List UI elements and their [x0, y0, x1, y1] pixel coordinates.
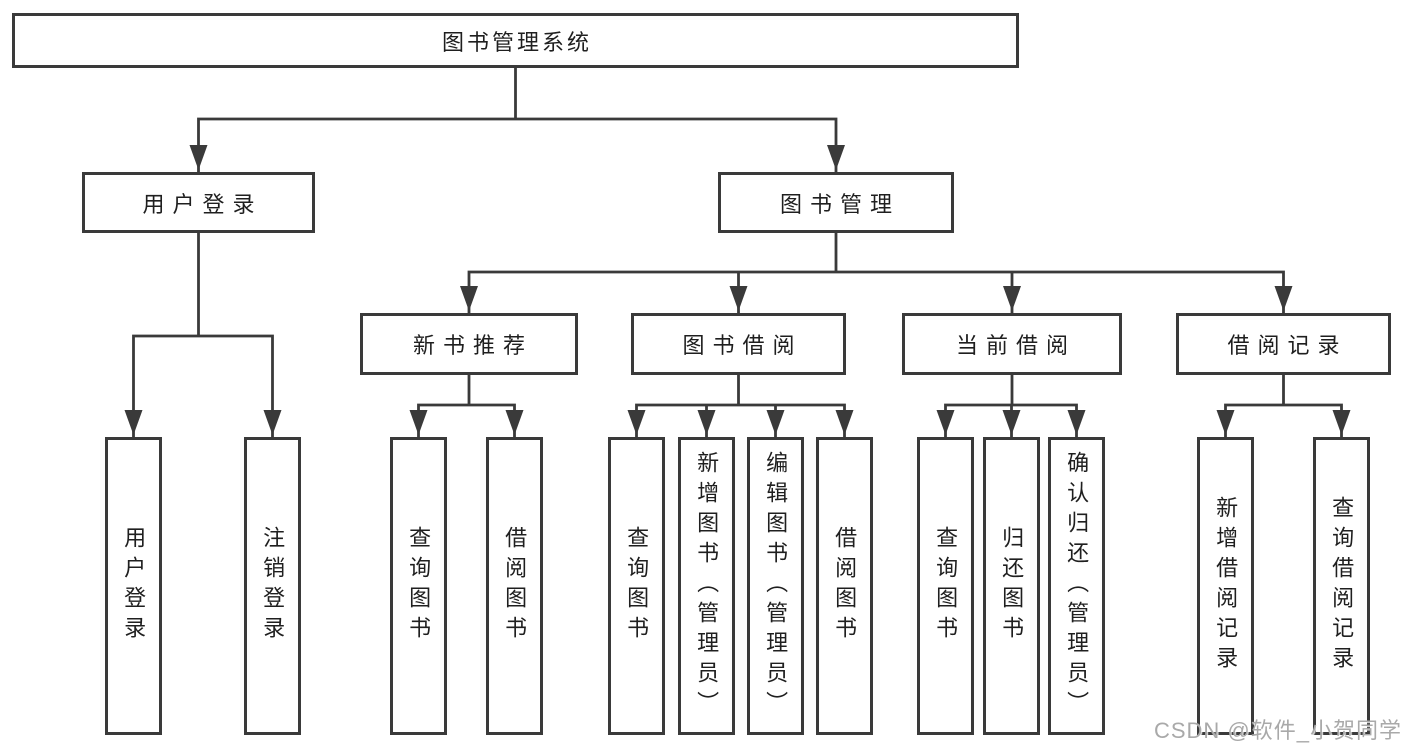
node-label: 确认归还（管理员） — [1064, 451, 1090, 721]
leaf-record-query-borrow-record: 查询借阅记录 — [1313, 437, 1370, 735]
leaf-newbook-borrow-book: 借阅图书 — [486, 437, 543, 735]
node-borrow-record: 借阅记录 — [1176, 313, 1391, 375]
leaf-logout: 注销登录 — [244, 437, 301, 735]
leaf-borrow-query-book: 查询图书 — [608, 437, 665, 735]
node-current-borrow: 当前借阅 — [902, 313, 1122, 375]
node-label: 新书推荐 — [412, 333, 533, 358]
node-label: 借阅图书 — [502, 526, 528, 646]
leaf-borrow-borrow-book: 借阅图书 — [816, 437, 873, 735]
node-label: 归还图书 — [999, 526, 1025, 646]
node-label: 图书管理系统 — [441, 29, 592, 55]
node-library-management-system: 图书管理系统 — [12, 13, 1019, 68]
leaf-current-return-book: 归还图书 — [983, 437, 1040, 735]
node-book-management: 图书管理 — [718, 172, 954, 233]
node-label: 借阅图书 — [832, 526, 858, 646]
node-label: 图书借阅 — [682, 333, 803, 358]
node-label: 用户登录 — [121, 526, 147, 646]
leaf-newbook-query-book: 查询图书 — [390, 437, 447, 735]
leaf-record-add-borrow-record: 新增借阅记录 — [1197, 437, 1254, 735]
node-label: 查询图书 — [406, 526, 432, 646]
node-label: 查询借阅记录 — [1329, 496, 1355, 676]
node-new-book-recommend: 新书推荐 — [360, 313, 578, 375]
node-label: 用户登录 — [142, 191, 263, 217]
leaf-user-login: 用户登录 — [105, 437, 162, 735]
node-book-borrow: 图书借阅 — [631, 313, 846, 375]
node-label: 新增图书（管理员） — [694, 451, 720, 721]
node-label: 新增借阅记录 — [1213, 496, 1239, 676]
node-label: 编辑图书（管理员） — [763, 451, 789, 721]
leaf-borrow-add-book-admin: 新增图书（管理员） — [678, 437, 735, 735]
node-label: 查询图书 — [624, 526, 650, 646]
csdn-watermark: CSDN @软件_小贺同学 — [1153, 718, 1402, 743]
leaf-borrow-edit-book-admin: 编辑图书（管理员） — [747, 437, 804, 735]
node-user-login: 用户登录 — [82, 172, 315, 233]
leaf-current-confirm-return-admin: 确认归还（管理员） — [1048, 437, 1105, 735]
node-label: 当前借阅 — [955, 333, 1076, 358]
node-label: 查询图书 — [933, 526, 959, 646]
node-label: 图书管理 — [779, 191, 900, 217]
node-label: 注销登录 — [260, 526, 286, 646]
node-label: 借阅记录 — [1227, 333, 1348, 358]
leaf-current-query-book: 查询图书 — [917, 437, 974, 735]
